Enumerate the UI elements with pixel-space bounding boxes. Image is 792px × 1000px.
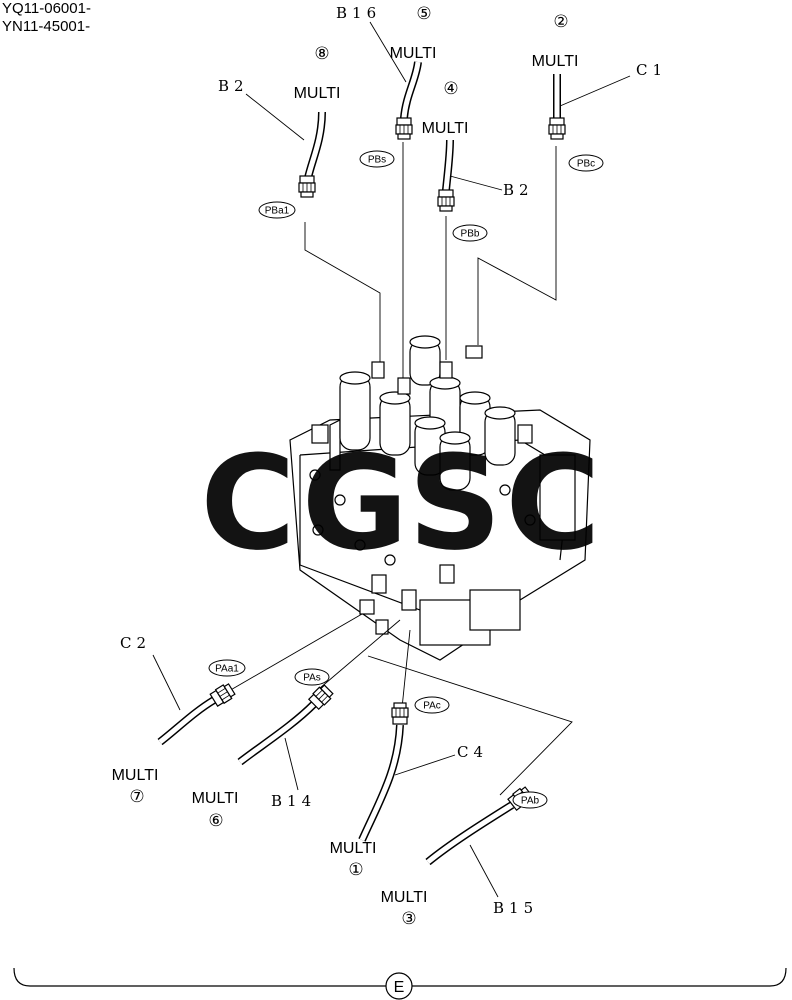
port-pbc: PBc <box>577 159 595 170</box>
port-pbb: PBb <box>461 229 480 240</box>
watermark-letter-c2: C <box>505 427 600 579</box>
circled-number-7: ⑦ <box>129 787 144 807</box>
hose-5 <box>395 61 422 140</box>
code-b2-upper-left: B2 <box>218 77 249 95</box>
circled-number-2: ② <box>553 12 568 32</box>
port-pab: PAb <box>521 796 540 807</box>
circled-number-4: ④ <box>443 79 458 99</box>
code-b2-right: B2 <box>503 181 534 199</box>
multi-label-3: MULTI <box>381 889 428 906</box>
port-pac-outline <box>414 696 450 714</box>
hose-6 <box>237 683 335 766</box>
hose-3 <box>425 784 535 866</box>
serial-number-2: YN11-45001- <box>2 18 91 35</box>
multi-label-1: MULTI <box>330 840 377 857</box>
port-pbs-outline <box>359 150 395 168</box>
port-pac: PAc <box>423 701 441 712</box>
multi-label-8: MULTI <box>294 85 341 102</box>
watermark-letter-c1: C <box>200 427 295 579</box>
circled-number-6: ⑥ <box>208 811 223 831</box>
routing-lines-top <box>245 21 631 385</box>
cgsc-watermark: C G S C <box>200 427 600 579</box>
port-pas-outline <box>294 668 330 686</box>
port-pbc-outline <box>568 154 604 172</box>
multi-label-4: MULTI <box>422 120 469 137</box>
port-paa1: PAa1 <box>215 664 239 675</box>
circled-number-3: ③ <box>401 909 416 929</box>
port-pba1: PBa1 <box>265 206 290 217</box>
port-pbs: PBs <box>368 155 386 166</box>
bracket-e <box>13 967 787 1000</box>
multi-label-6: MULTI <box>192 790 239 807</box>
circled-number-8: ⑧ <box>314 44 329 64</box>
hose-7 <box>157 681 237 746</box>
hose-1 <box>358 702 409 842</box>
code-b14: B14 <box>271 792 316 810</box>
multi-label-5: MULTI <box>390 45 437 62</box>
multi-label-7: MULTI <box>112 767 159 784</box>
code-b16: B16 <box>336 4 381 22</box>
control-valve-block <box>289 335 591 661</box>
port-pas: PAs <box>303 673 321 684</box>
code-c1: C1 <box>636 61 667 79</box>
port-pba1-outline <box>258 201 296 219</box>
hose-4 <box>437 139 455 212</box>
port-paa1-outline <box>208 659 246 677</box>
multi-label-2: MULTI <box>532 53 579 70</box>
watermark-letter-s: S <box>408 427 502 579</box>
port-pab-outline <box>512 791 548 809</box>
hose-8 <box>298 111 326 198</box>
code-c2: C2 <box>120 634 151 652</box>
bracket-e-label: E <box>394 979 405 996</box>
circled-number-1: ① <box>348 860 363 880</box>
code-b15: B15 <box>493 899 538 917</box>
serial-number-1: YQ11-06001- <box>2 0 91 17</box>
circled-number-5: ⑤ <box>416 4 431 24</box>
port-pbb-outline <box>452 224 488 242</box>
watermark-letter-g: G <box>302 427 409 579</box>
routing-lines-bottom <box>152 613 573 898</box>
hose-2 <box>548 74 566 140</box>
code-c4: C4 <box>457 743 488 761</box>
